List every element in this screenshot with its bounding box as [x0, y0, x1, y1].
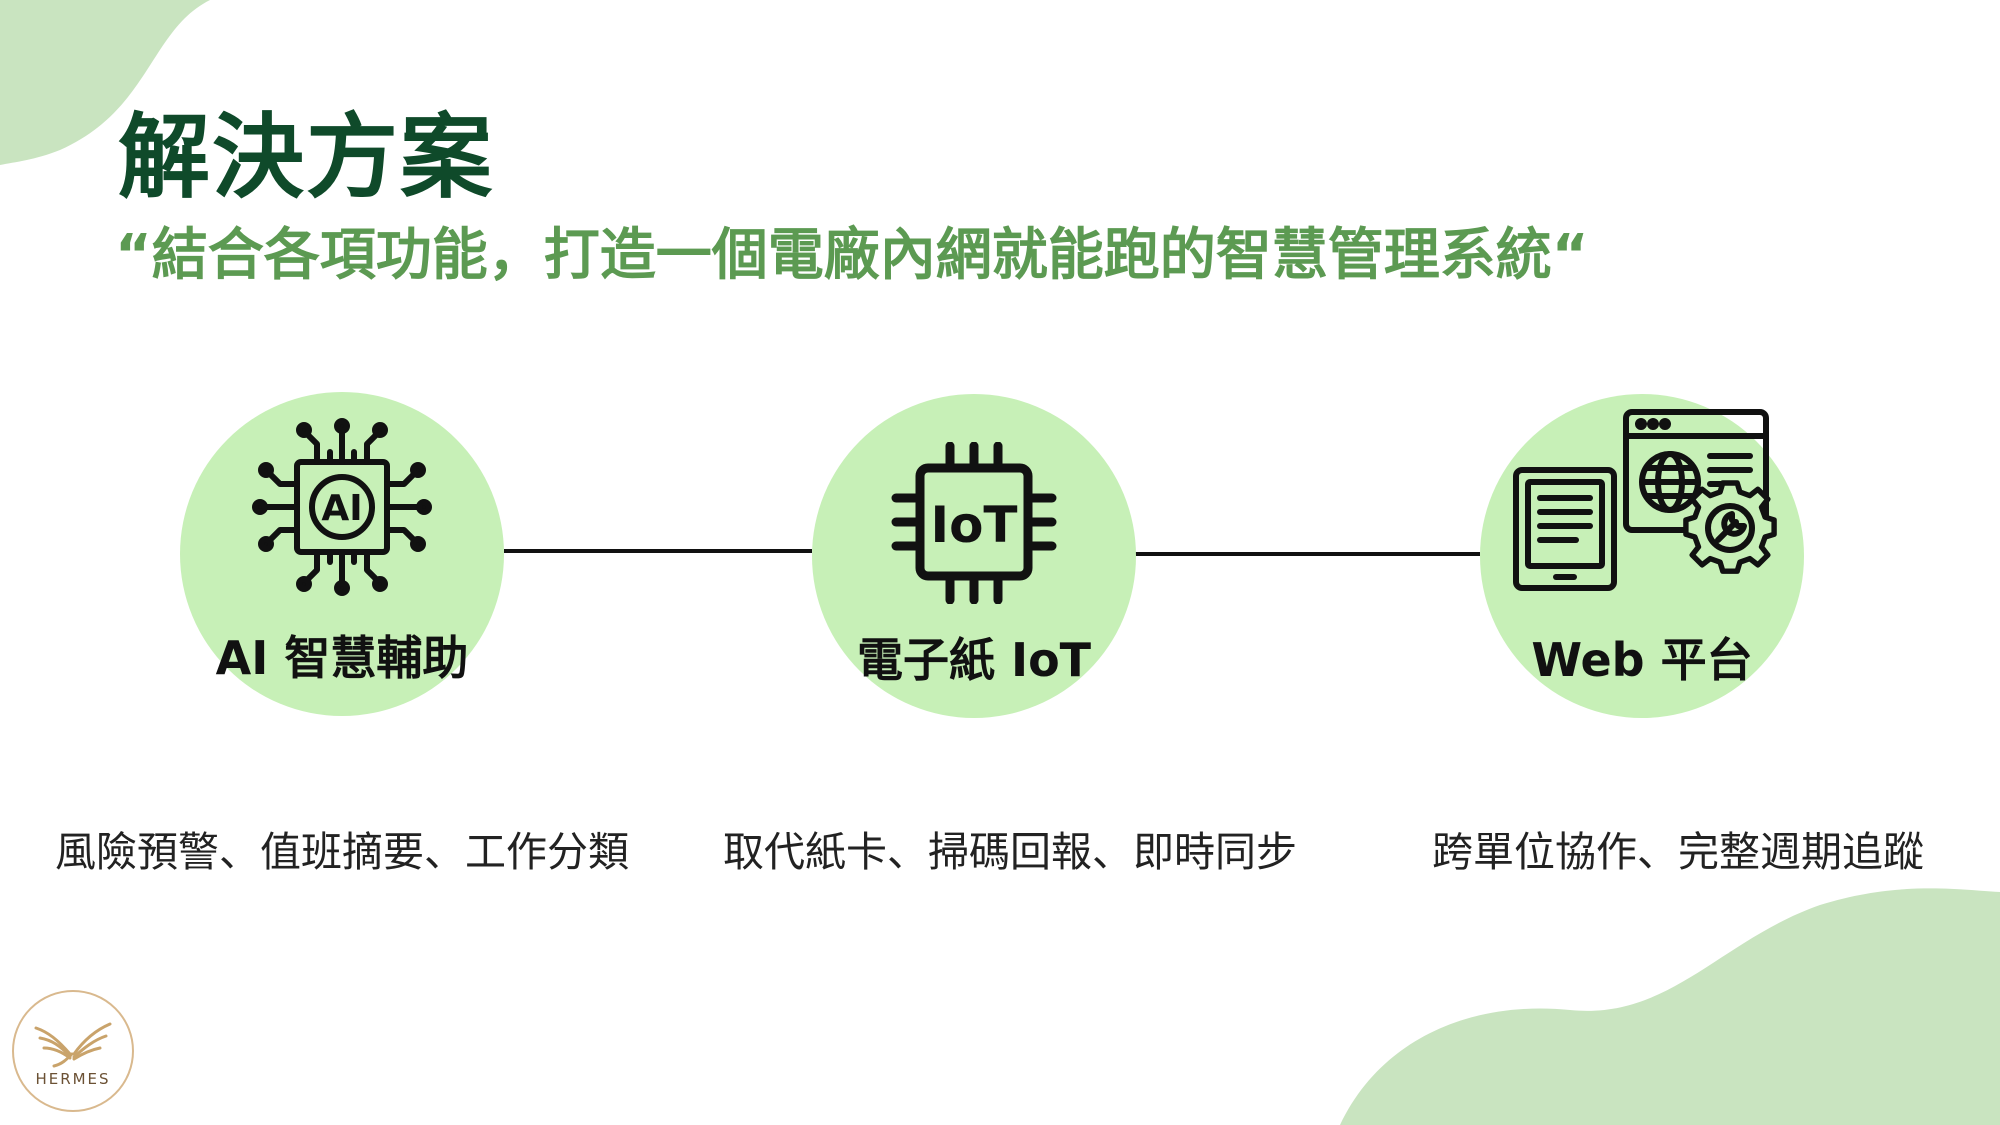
feature-label-ai: AI 智慧輔助 [215, 631, 469, 685]
feature-circle-iot: IoT 電子紙 IoT [812, 394, 1136, 718]
page-subtitle: “結合各項功能，打造一個電廠內網就能跑的智慧管理系統“ [115, 223, 1589, 288]
bottom-right-blob [1340, 888, 2000, 1125]
feature-desc-ai: 風險預警、值班摘要、工作分類 [55, 828, 629, 876]
feature-circle-ai: AI AI 智慧輔助 [180, 392, 504, 716]
feature-desc-iot: 取代紙卡、掃碼回報、即時同步 [723, 828, 1297, 876]
top-left-blob [0, 0, 210, 165]
hermes-logo: HERMES [12, 990, 134, 1112]
ai-chip-icon: AI [252, 418, 432, 596]
connector-line-1 [504, 549, 812, 553]
iot-chip-icon: IoT [891, 442, 1057, 604]
svg-text:AI: AI [321, 488, 362, 529]
feature-desc-web: 跨單位協作、完整週期追蹤 [1432, 828, 1924, 876]
logo-text: HERMES [35, 1070, 111, 1088]
web-platform-icon [1513, 409, 1777, 591]
svg-text:IoT: IoT [930, 496, 1017, 554]
connector-line-2 [1134, 552, 1480, 556]
feature-label-web: Web 平台 [1531, 633, 1753, 687]
bird-logo-icon [34, 1022, 112, 1068]
feature-label-iot: 電子紙 IoT [856, 633, 1092, 687]
feature-circle-web: Web 平台 [1480, 394, 1804, 718]
page-title: 解決方案 [118, 104, 495, 211]
